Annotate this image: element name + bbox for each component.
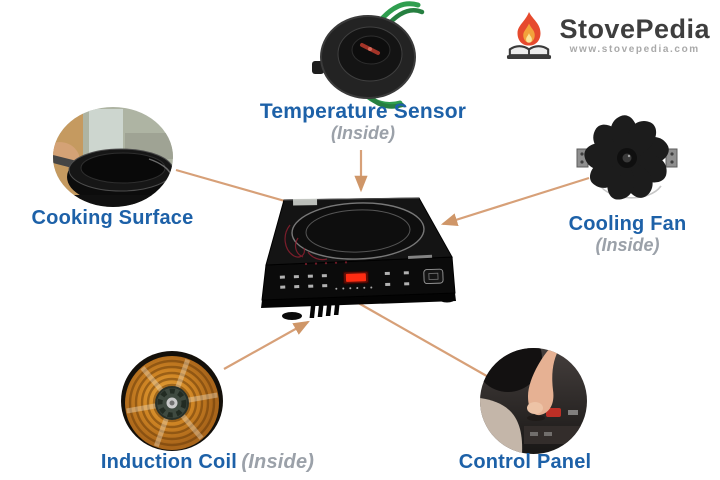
cooling-fan-image bbox=[576, 113, 678, 205]
control-panel-title: Control Panel bbox=[458, 451, 592, 473]
induction-coil-title: Induction Coil bbox=[100, 451, 237, 473]
arrow-cooling-fan bbox=[440, 176, 590, 226]
arrow-induction-coil bbox=[223, 320, 310, 370]
temperature-sensor-image bbox=[312, 1, 425, 109]
brand-website: www.stovepedia.com bbox=[569, 44, 700, 55]
cooling-fan-title: Cooling Fan bbox=[568, 213, 687, 235]
label-temperature-sensor: Temperature Sensor (Inside) bbox=[243, 100, 483, 144]
cooking-surface-photo bbox=[53, 107, 173, 207]
induction-cooktop-image bbox=[261, 197, 456, 320]
induction-coil-photo bbox=[121, 351, 223, 451]
cooling-fan-note: (Inside) bbox=[595, 235, 660, 255]
brand-name: StovePedia bbox=[559, 14, 710, 44]
temperature-sensor-note: (Inside) bbox=[330, 123, 395, 143]
label-induction-coil: Induction Coil (Inside) bbox=[85, 451, 330, 473]
temperature-sensor-title: Temperature Sensor bbox=[259, 100, 467, 123]
book-with-flame-icon bbox=[507, 12, 552, 59]
stovepedia-logo: StovePedia www.stovepedia.com bbox=[506, 10, 710, 60]
induction-coil-note: (Inside) bbox=[241, 451, 315, 473]
label-control-panel: Control Panel bbox=[445, 451, 605, 473]
cooktop-control-strip bbox=[279, 268, 444, 290]
control-panel-photo bbox=[480, 348, 587, 454]
label-cooling-fan: Cooling Fan (Inside) bbox=[555, 213, 700, 255]
arrow-control-panel bbox=[337, 290, 493, 380]
cooking-surface-title: Cooking Surface bbox=[31, 207, 194, 229]
label-cooking-surface: Cooking Surface bbox=[15, 207, 210, 229]
